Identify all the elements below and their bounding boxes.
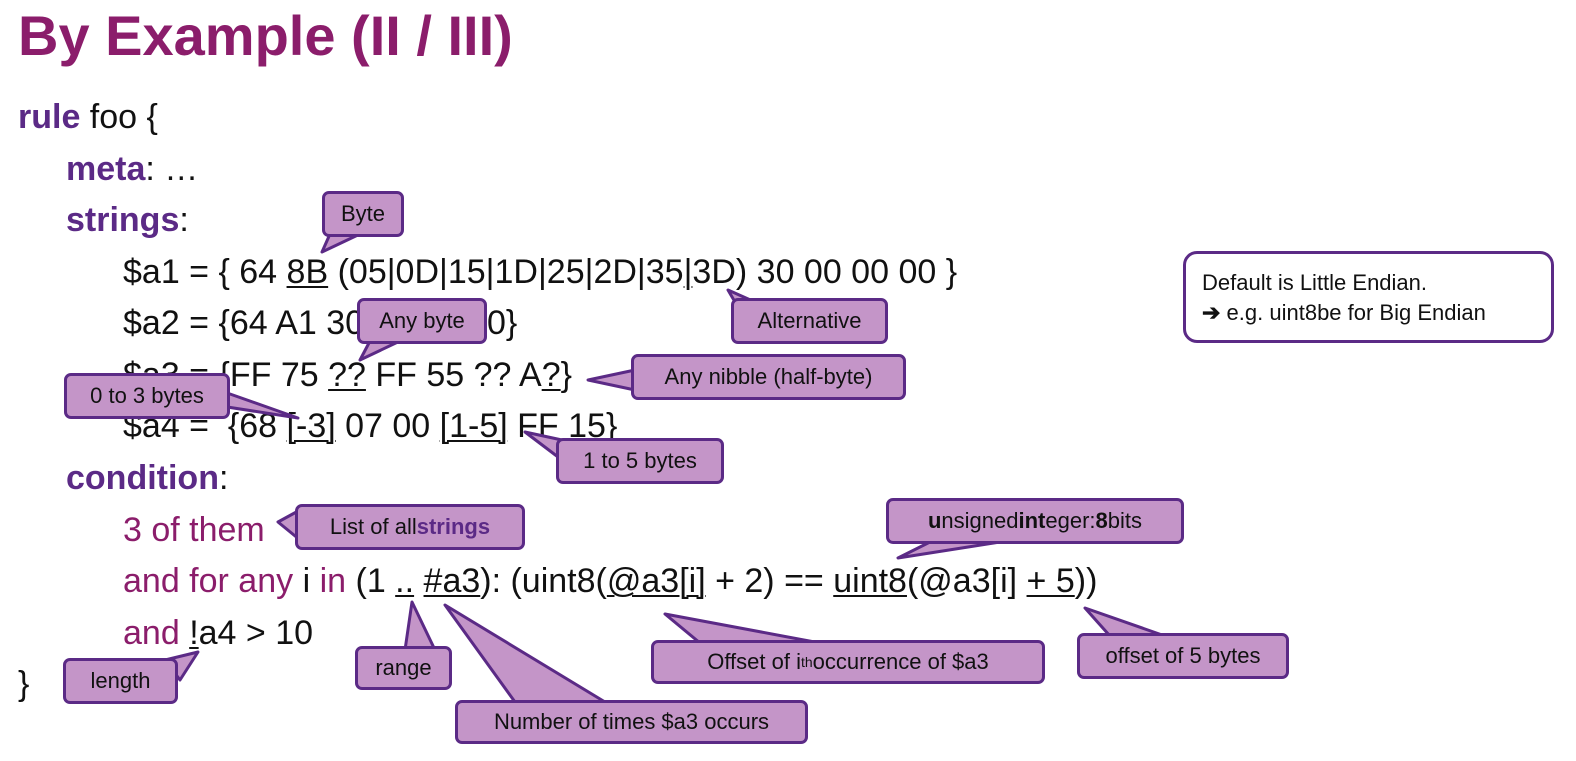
- a4-middle: 07 00: [335, 407, 440, 445]
- callout-byte: Byte: [322, 191, 404, 237]
- offset-prefix: Offset of i: [707, 649, 801, 674]
- rule-keyword: rule: [18, 98, 81, 136]
- callout-any-nibble: Any nibble (half-byte): [631, 354, 906, 400]
- a3-tail: }: [560, 356, 572, 394]
- callout-alternative: Alternative: [731, 298, 888, 344]
- uint-p3: bits: [1107, 508, 1143, 533]
- offset-pointer: [663, 612, 822, 645]
- rule-line: rule foo {: [18, 97, 158, 137]
- callout-zero-to-three: 0 to 3 bytes: [64, 373, 230, 419]
- rule-name: foo {: [80, 98, 158, 136]
- a4-jump-1: [-3]: [286, 407, 336, 445]
- list-strong: strings: [416, 514, 491, 539]
- note-line-2: ➔ e.g. uint8be for Big Endian: [1202, 298, 1551, 328]
- endian-note: Default is Little Endian. ➔ e.g. uint8be…: [1183, 251, 1554, 343]
- any-nibble-pointer: [586, 368, 637, 392]
- callout-any-byte: Any byte: [357, 298, 487, 344]
- note-line-1: Default is Little Endian.: [1202, 270, 1428, 295]
- meta-line: meta: …: [66, 149, 198, 189]
- slide-title: By Example (II / III): [18, 4, 513, 67]
- strings-colon: :: [179, 201, 189, 239]
- callout-length: length: [63, 658, 178, 704]
- strings-line: strings:: [66, 200, 189, 240]
- a3-nibble: ?: [541, 356, 561, 394]
- times-pointer: [443, 603, 607, 704]
- callout-range: range: [355, 646, 452, 690]
- meta-keyword: meta: [66, 150, 146, 188]
- c2-count: #a3: [423, 562, 481, 600]
- a1-pipe: |: [683, 253, 693, 291]
- a1-byte: 8B: [286, 253, 329, 291]
- offset-suffix: occurrence of $a3: [812, 649, 989, 674]
- condition-colon: :: [218, 459, 229, 497]
- a4-jump-2: [1-5]: [439, 407, 508, 445]
- c2-compare: + 2) ==: [705, 562, 834, 600]
- a3-middle: FF 55 ?? A: [365, 356, 542, 394]
- a1-tail: 3D) 30 00 00 00 }: [692, 253, 958, 291]
- c3-rest: a4 > 10: [198, 614, 314, 652]
- c2-plus5: + 5: [1026, 562, 1075, 600]
- c2-uint8: uint8: [833, 562, 907, 600]
- c3-length-op: !: [189, 614, 199, 652]
- c2-close: )): [1074, 562, 1098, 600]
- strings-keyword: strings: [66, 201, 180, 239]
- rule-close-brace: }: [18, 665, 30, 703]
- c2-range: ..: [395, 562, 415, 600]
- offset5-pointer: [1083, 606, 1167, 638]
- c2-uint8-open: ): (uint8(: [480, 562, 607, 600]
- uint-8: 8: [1095, 508, 1108, 533]
- uint-int: int: [1018, 508, 1046, 533]
- c2-offset-2: (@a3[i]: [906, 562, 1027, 600]
- condition-c3: and !a4 > 10: [123, 613, 313, 653]
- callout-offset5: offset of 5 bytes: [1077, 633, 1289, 679]
- uint-p2: eger:: [1045, 508, 1096, 533]
- offset-sup: th: [800, 654, 813, 670]
- arrow-icon: ➔: [1202, 300, 1221, 325]
- c2-offset: @a3[i]: [606, 562, 706, 600]
- callout-one-to-five: 1 to 5 bytes: [556, 438, 724, 484]
- a3-wildcard: ??: [328, 356, 366, 394]
- condition-line: condition:: [66, 458, 228, 498]
- condition-c1: 3 of them: [123, 511, 265, 549]
- callout-times: Number of times $a3 occurs: [455, 700, 808, 744]
- uint-pointer: [896, 540, 1002, 560]
- c2-in: in: [310, 562, 347, 600]
- c3-and: and: [123, 614, 190, 652]
- string-a1: $a1 = { 64 8B (05|0D|15|1D|25|2D|35|3D) …: [123, 252, 957, 292]
- c2-var: i: [302, 562, 311, 600]
- c2-open: (1: [346, 562, 396, 600]
- range-pointer: [403, 600, 437, 652]
- c2-and-for-any: and for any: [123, 562, 303, 600]
- a1-alternatives: (05|0D|15|1D|25|2D|35: [328, 253, 684, 291]
- uint-u: u: [927, 508, 942, 533]
- callout-list-strings: List of all strings: [295, 504, 525, 550]
- list-prefix: List of all: [329, 514, 417, 539]
- condition-keyword: condition: [66, 459, 219, 497]
- note-line-2-text: e.g. uint8be for Big Endian: [1220, 300, 1486, 325]
- uint-p1: nsigned: [941, 508, 1019, 533]
- meta-value: : …: [145, 150, 199, 188]
- condition-c2: and for any i in (1 .. #a3): (uint8(@a3[…: [123, 561, 1097, 601]
- a1-text: $a1 = { 64: [123, 253, 287, 291]
